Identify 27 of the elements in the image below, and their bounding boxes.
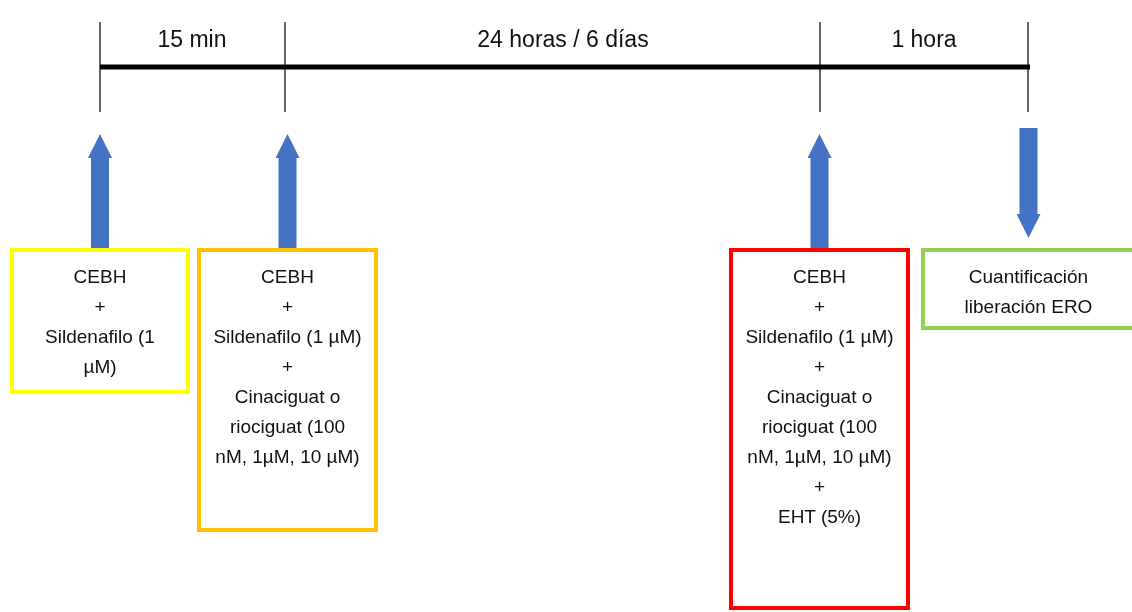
- box-text: EHT (5%): [777, 505, 862, 529]
- box-text: +: [813, 295, 826, 319]
- box-text: +: [813, 475, 826, 499]
- step-box: [197, 248, 378, 532]
- box-text: Sildenafilo (1 µM): [745, 325, 894, 349]
- box-text: Cinaciguat o riociguat (100 nM, 1µM, 10 µM): [746, 385, 893, 469]
- block-arrow: [807, 134, 832, 248]
- box-text: Sildenafilo (1 µM): [213, 325, 362, 349]
- box-text: +: [94, 295, 106, 319]
- box-text: +: [281, 355, 294, 379]
- box-text: CEBH: [73, 265, 127, 289]
- box-text: Cuantificación liberación ERO: [963, 265, 1094, 319]
- box-text: Sildenafilo (1 µM): [44, 325, 156, 379]
- interval-label: 15 min: [157, 26, 227, 53]
- step-box: [10, 248, 190, 394]
- box-text: CEBH: [793, 265, 846, 289]
- step-box: [729, 248, 910, 610]
- box-text: Cinaciguat o riociguat (100 nM, 1µM, 10 µM): [214, 385, 361, 469]
- block-arrow: [275, 134, 300, 248]
- box-text: CEBH: [261, 265, 314, 289]
- box-text: +: [281, 295, 294, 319]
- block-arrow: [1016, 128, 1041, 238]
- block-arrow: [88, 134, 112, 248]
- step-box: [921, 248, 1132, 330]
- interval-label: 24 horas / 6 días: [477, 26, 649, 53]
- interval-label: 1 hora: [891, 26, 957, 53]
- box-text: +: [813, 355, 826, 379]
